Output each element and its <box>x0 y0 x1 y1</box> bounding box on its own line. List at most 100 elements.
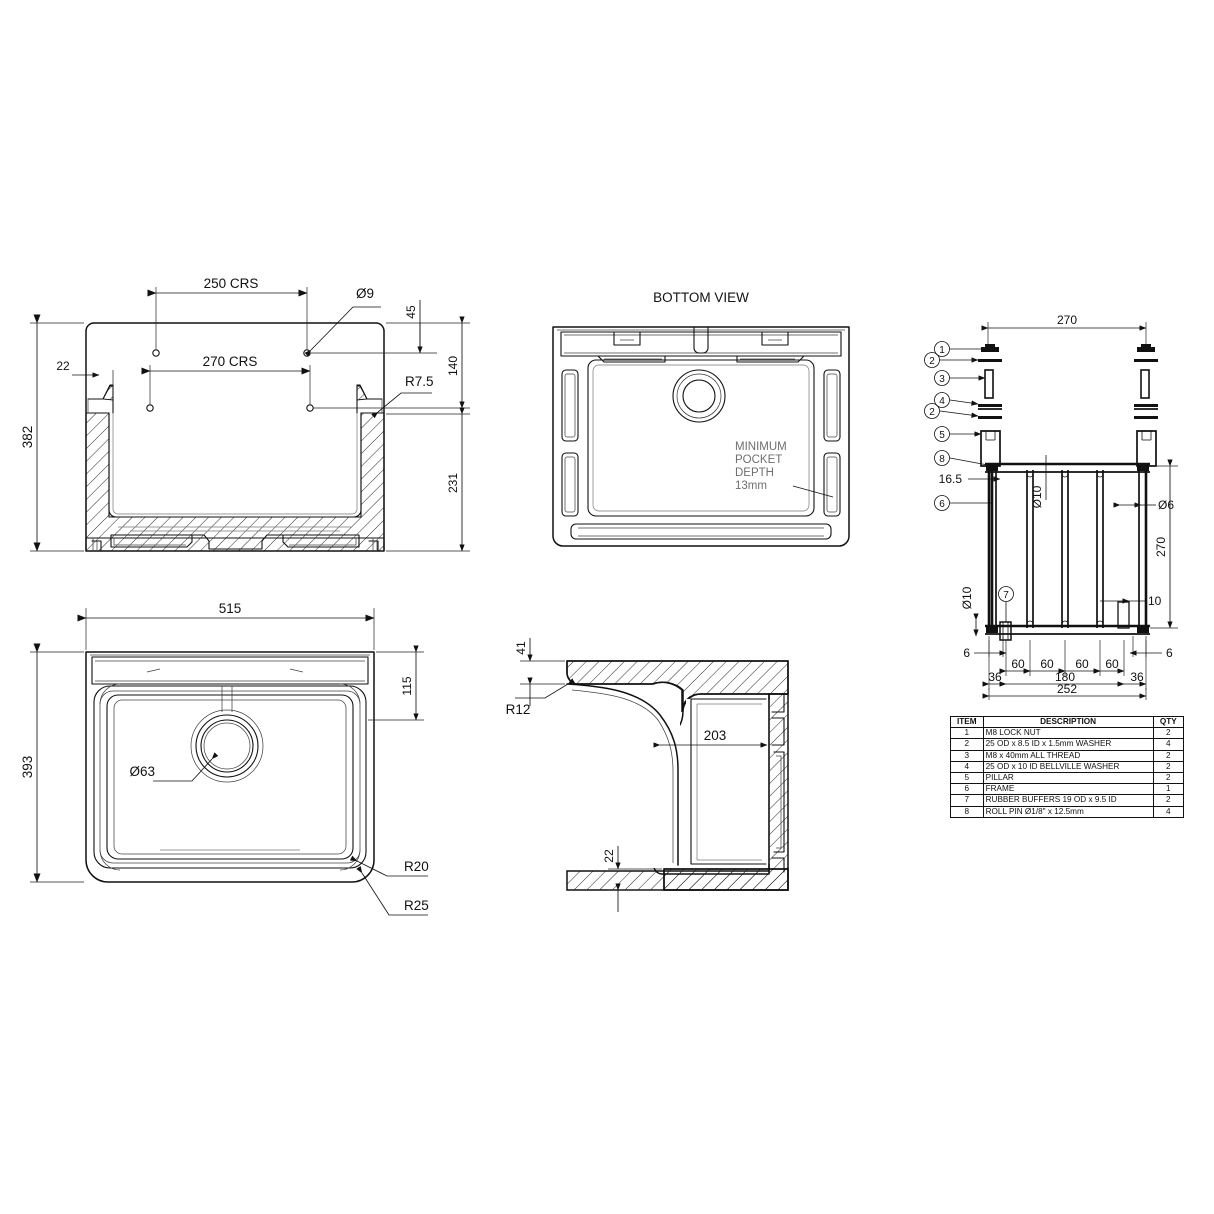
plan-view: 515 393 115 Ø63 R20 R25 <box>20 601 429 916</box>
cell-item: 7 <box>950 794 984 807</box>
note-line-3: DEPTH <box>735 467 774 479</box>
cell-description: 25 OD x 8.5 ID x 1.5mm WASHER <box>982 738 1154 751</box>
cell-description: RUBBER BUFFERS 19 OD x 9.5 ID <box>982 794 1154 807</box>
dim-250-crs-label: 250 CRS <box>204 276 259 291</box>
note-line-4: 13mm <box>735 480 767 492</box>
dim-270-crs-label: 270 CRS <box>203 354 258 369</box>
dim-d10-top: Ø10 <box>1030 455 1047 508</box>
cell-item: 6 <box>950 783 984 796</box>
dim-frame-270-right-label: 270 <box>1154 537 1168 557</box>
dim-d10-top-label: Ø10 <box>1030 485 1044 508</box>
dim-252-label: 252 <box>1057 682 1077 696</box>
dim-r12: R12 <box>506 678 576 717</box>
cell-description: ROLL PIN Ø1/8" x 12.5mm <box>982 805 1154 818</box>
dim-36-right-label: 36 <box>1130 670 1144 684</box>
cell-description: 25 OD x 10 ID BELLVILLE WASHER <box>982 760 1154 774</box>
cell-qty: 4 <box>1152 738 1185 751</box>
dim-203-label: 203 <box>704 728 727 743</box>
dim-45-label: 45 <box>404 305 418 319</box>
dim-515: 515 <box>77 601 375 650</box>
front-section-view: 250 CRS 270 CRS Ø9 382 22 <box>20 276 470 552</box>
cell-qty: 2 <box>1152 772 1185 785</box>
dim-d6-label: Ø6 <box>1158 498 1174 512</box>
fastener-stack-left <box>978 344 1002 467</box>
cell-item: 5 <box>950 772 984 785</box>
cell-item: 8 <box>950 805 984 818</box>
cell-description: M8 LOCK NUT <box>982 727 1154 740</box>
cell-qty: 2 <box>1152 749 1185 762</box>
col-description: DESCRIPTION <box>982 715 1154 729</box>
bottom-view-title: BOTTOM VIEW <box>653 290 749 305</box>
dim-d10-left: Ø10 <box>960 586 979 637</box>
dim-r20-label: R20 <box>404 859 429 874</box>
dim-231-label: 231 <box>446 473 460 493</box>
dim-140-label: 140 <box>446 356 460 376</box>
dim-382: 382 <box>20 314 84 552</box>
table-row: 7 RUBBER BUFFERS 19 OD x 9.5 ID 2 <box>950 794 1185 807</box>
dim-165-label: 16.5 <box>939 472 963 486</box>
dim-115-label: 115 <box>400 676 414 695</box>
dim-10-label: 10 <box>1148 594 1162 608</box>
table-row: 4 25 OD x 10 ID BELLVILLE WASHER 2 <box>950 760 1185 774</box>
dim-250-crs: 250 CRS <box>147 276 308 349</box>
balloon-7: 7 <box>1003 590 1009 601</box>
parts-table-header-row: ITEM DESCRIPTION QTY <box>950 715 1185 729</box>
dim-r75-label: R7.5 <box>405 374 434 389</box>
note-minimum-pocket-depth: MINIMUM POCKET DEPTH 13mm <box>735 441 834 498</box>
balloon-4: 4 <box>939 396 945 407</box>
dim-36-left-label: 36 <box>988 670 1002 684</box>
dim-515-label: 515 <box>219 601 242 616</box>
dim-60-b-label: 60 <box>1040 657 1054 671</box>
cell-item: 1 <box>950 727 984 740</box>
cell-description: M8 x 40mm ALL THREAD <box>982 749 1154 762</box>
cell-qty: 1 <box>1152 783 1185 796</box>
table-row: 6 FRAME 1 <box>950 783 1185 796</box>
cell-qty: 2 <box>1152 794 1185 807</box>
balloon-8: 8 <box>939 454 945 465</box>
col-item: ITEM <box>950 715 984 729</box>
cell-item: 4 <box>950 760 984 774</box>
dim-36-180-36: 36 180 36 <box>982 640 1147 690</box>
dim-frame-270-top: 270 <box>981 313 1147 348</box>
bottom-view: BOTTOM VIEW <box>552 290 850 547</box>
dim-41: 41 <box>514 638 565 706</box>
balloon-3: 3 <box>939 374 945 385</box>
table-row: 3 M8 x 40mm ALL THREAD 2 <box>950 749 1185 762</box>
dim-22-base: 22 <box>602 846 662 912</box>
balloon-5: 5 <box>939 430 945 441</box>
balloon-2b: 2 <box>929 407 935 418</box>
dim-6-right: 6 <box>1129 636 1173 660</box>
cell-qty: 4 <box>1152 805 1185 818</box>
dim-270-crs: 270 CRS <box>141 354 311 404</box>
balloon-6: 6 <box>939 499 945 510</box>
dim-60-d-label: 60 <box>1105 657 1119 671</box>
dim-r25-label: R25 <box>404 898 429 913</box>
side-section-view: 41 R12 203 22 <box>506 638 789 912</box>
note-line-2: POCKET <box>735 454 782 466</box>
dim-60-c-label: 60 <box>1075 657 1089 671</box>
dim-right-stack: 45 140 231 <box>311 300 470 552</box>
note-line-1: MINIMUM <box>735 441 787 453</box>
table-row: 5 PILLAR 2 <box>950 772 1185 785</box>
dim-22-base-label: 22 <box>602 849 616 863</box>
dim-60-a-label: 60 <box>1011 657 1025 671</box>
dim-393-label: 393 <box>20 756 35 779</box>
cell-qty: 2 <box>1152 727 1185 740</box>
frame-assembly-view: 270 <box>924 313 1178 700</box>
dim-frame-270-right: 270 <box>1150 459 1178 629</box>
dim-6-left-label: 6 <box>963 646 970 660</box>
dim-hole-dia-9: Ø9 <box>304 286 381 357</box>
dim-6-right-label: 6 <box>1166 646 1173 660</box>
dim-drain-63: Ø63 <box>129 752 219 782</box>
dim-drain-63-label: Ø63 <box>129 764 155 779</box>
dim-180-label: 180 <box>1055 670 1075 684</box>
cell-item: 2 <box>950 738 984 751</box>
table-row: 1 M8 LOCK NUT 2 <box>950 727 1185 740</box>
dim-22-wall-label: 22 <box>56 359 70 373</box>
dim-382-label: 382 <box>20 426 35 449</box>
cell-description: FRAME <box>982 783 1154 796</box>
fastener-stack-right <box>1134 344 1158 467</box>
dim-115: 115 <box>368 645 424 721</box>
